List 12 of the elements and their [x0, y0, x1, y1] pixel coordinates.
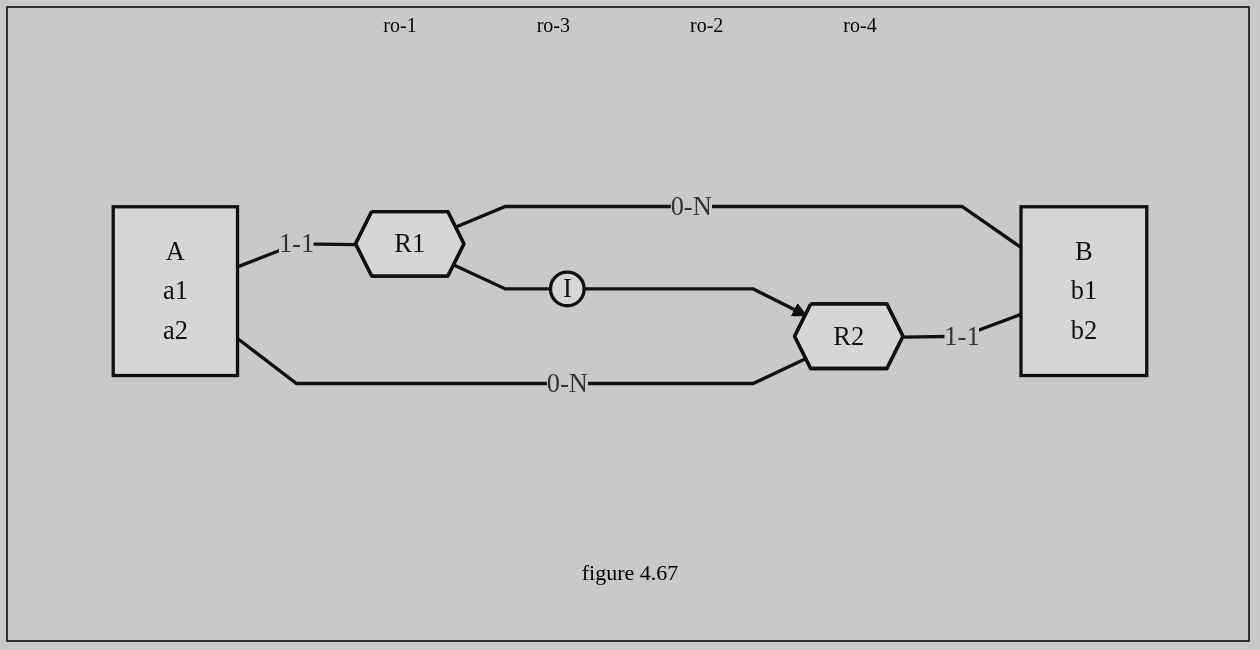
- edge-label: 1-1: [944, 321, 980, 350]
- role-label: ro-3: [536, 14, 570, 37]
- node-circle: I: [548, 270, 586, 308]
- node-box: B b1 b2: [1019, 205, 1149, 378]
- figure-caption: figure 4.67: [581, 560, 679, 585]
- edge-label: 1-1: [278, 228, 315, 258]
- role-label: ro-2: [690, 14, 724, 37]
- edge-label: 0-N: [670, 191, 712, 220]
- edge-label: 0-N: [546, 368, 588, 397]
- node-box: A a1 a2: [111, 205, 240, 378]
- role-label: ro-4: [843, 14, 877, 37]
- role-label: ro-1: [383, 14, 417, 37]
